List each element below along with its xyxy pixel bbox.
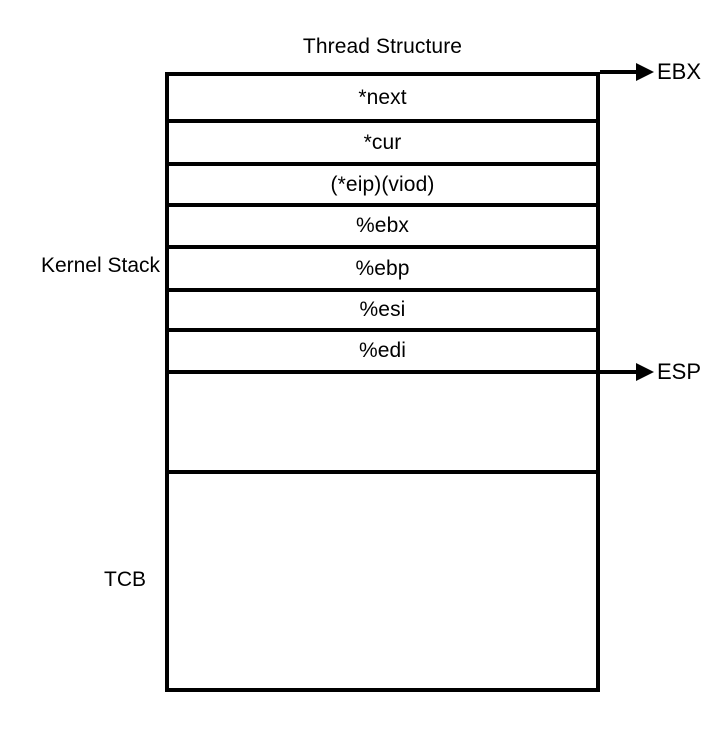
stack-row-empty xyxy=(165,474,600,696)
stack-row-empty xyxy=(165,374,600,474)
stack-row: %ebp xyxy=(165,249,600,292)
stack-row: %edi xyxy=(165,332,600,374)
arrow-shaft xyxy=(600,70,636,74)
pointer-label-ebx: EBX xyxy=(657,59,702,84)
arrowhead-icon xyxy=(636,363,654,381)
stack-row-label: %ebx xyxy=(356,214,409,237)
stack-row-label: %esi xyxy=(359,298,406,321)
thread-structure-box: *next *cur (*eip)(viod) %ebx %ebp %esi %edi xyxy=(165,72,600,692)
pointer-label-esp: ESP xyxy=(657,359,702,384)
stack-row-label: *next xyxy=(358,85,407,109)
arrow-shaft xyxy=(569,370,636,374)
stack-row-label: %ebp xyxy=(355,256,410,280)
region-label-kernel-stack: Kernel Stack xyxy=(40,254,160,277)
stack-row-label: (*eip)(viod) xyxy=(330,172,435,196)
stack-row: %ebx xyxy=(165,207,600,249)
page-title: Thread Structure xyxy=(302,35,463,58)
stack-row: *next xyxy=(165,76,600,123)
arrowhead-icon xyxy=(636,63,654,81)
stack-row-label: %edi xyxy=(358,339,407,362)
stack-row: %esi xyxy=(165,292,600,332)
stack-row: (*eip)(viod) xyxy=(165,166,600,207)
region-label-tcb: TCB xyxy=(104,568,146,591)
stack-row: *cur xyxy=(165,123,600,166)
stack-row-label: *cur xyxy=(363,130,402,154)
